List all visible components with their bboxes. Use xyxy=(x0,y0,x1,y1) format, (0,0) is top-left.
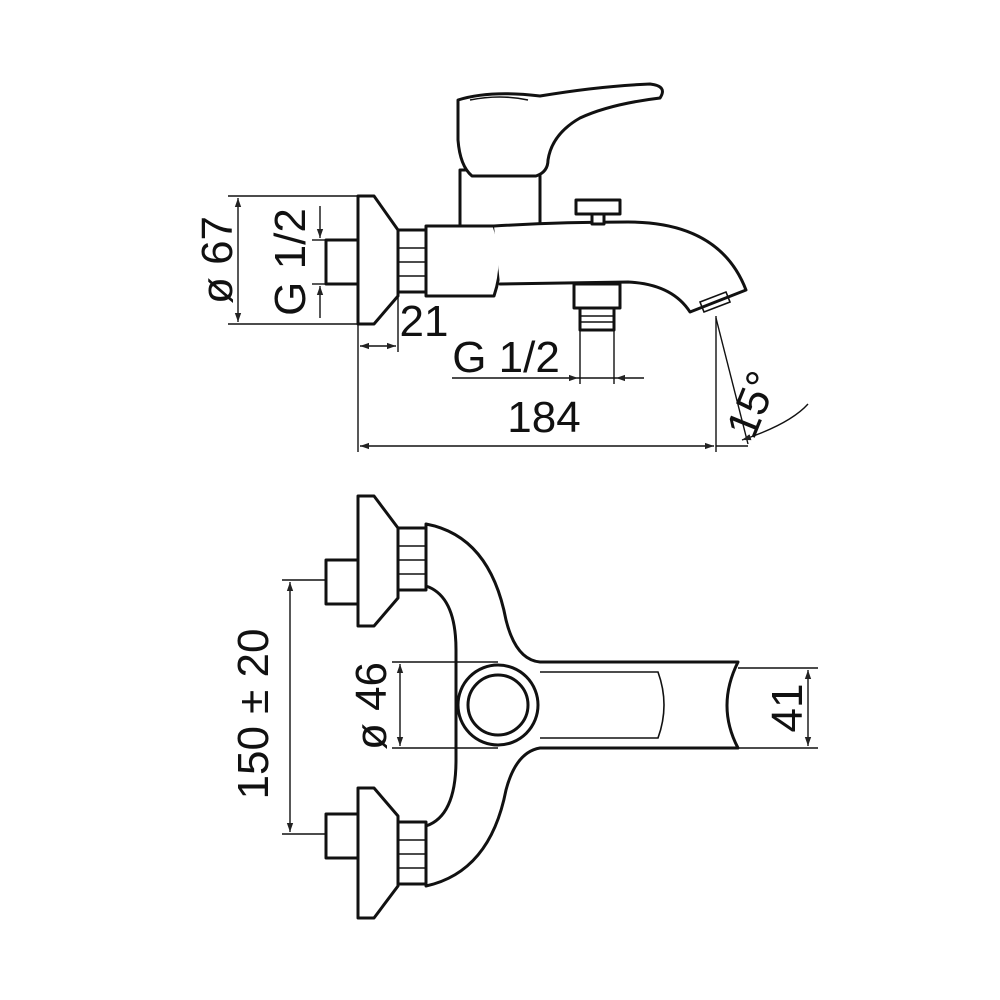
dimension-spout-angle: 15° xyxy=(715,317,809,445)
rosette-diameter-label: ø 67 xyxy=(193,216,242,304)
inlet-stub xyxy=(324,238,360,286)
diverter-knob xyxy=(574,198,622,226)
cartridge-housing xyxy=(458,168,542,228)
outlet-thread-label: G 1/2 xyxy=(452,333,560,382)
dimension-spout-width: 41 xyxy=(738,667,818,749)
dimension-inlet-thread: G 1/2 xyxy=(266,206,326,318)
top-inlet-stub-upper xyxy=(324,558,360,606)
aerator xyxy=(698,290,732,314)
wall-rosette xyxy=(356,194,400,326)
diverter-ring-inner xyxy=(466,673,530,737)
dimension-inlet-spacing: 150 ± 20 xyxy=(229,579,326,835)
side-view: ø 67 G 1/2 21 G 1/2 xyxy=(193,82,809,452)
top-hex-nut-lower xyxy=(396,820,428,886)
eccentric-depth-label: 21 xyxy=(400,297,449,346)
spout xyxy=(492,220,748,314)
hex-nut xyxy=(396,228,428,294)
mixer-body xyxy=(424,224,502,298)
top-rosette-lower xyxy=(356,786,400,920)
spout-angle-label: 15° xyxy=(717,365,787,445)
lever-handle xyxy=(456,82,664,178)
top-hex-nut-upper xyxy=(396,526,428,592)
spout-width-label: 41 xyxy=(763,684,812,733)
dimension-overall-projection: 184 xyxy=(360,316,748,452)
dimension-rosette-diameter: ø 67 xyxy=(193,195,358,325)
inlet-spacing-label: 150 ± 20 xyxy=(229,629,278,800)
top-rosette-upper xyxy=(356,494,400,628)
shower-outlet xyxy=(572,282,622,332)
dimension-outlet-thread: G 1/2 xyxy=(452,330,644,384)
top-inlet-stub-lower xyxy=(324,812,360,860)
inlet-thread-label: G 1/2 xyxy=(266,208,315,316)
top-view: 150 ± 20 ø 46 41 xyxy=(229,494,818,920)
top-spout-recess xyxy=(540,671,665,739)
dimension-diverter-diameter: ø 46 xyxy=(347,661,498,750)
diverter-diameter-label: ø 46 xyxy=(347,662,396,750)
overall-projection-label: 184 xyxy=(507,393,580,442)
dimension-eccentric-depth: 21 xyxy=(357,296,449,452)
top-body xyxy=(424,522,740,888)
